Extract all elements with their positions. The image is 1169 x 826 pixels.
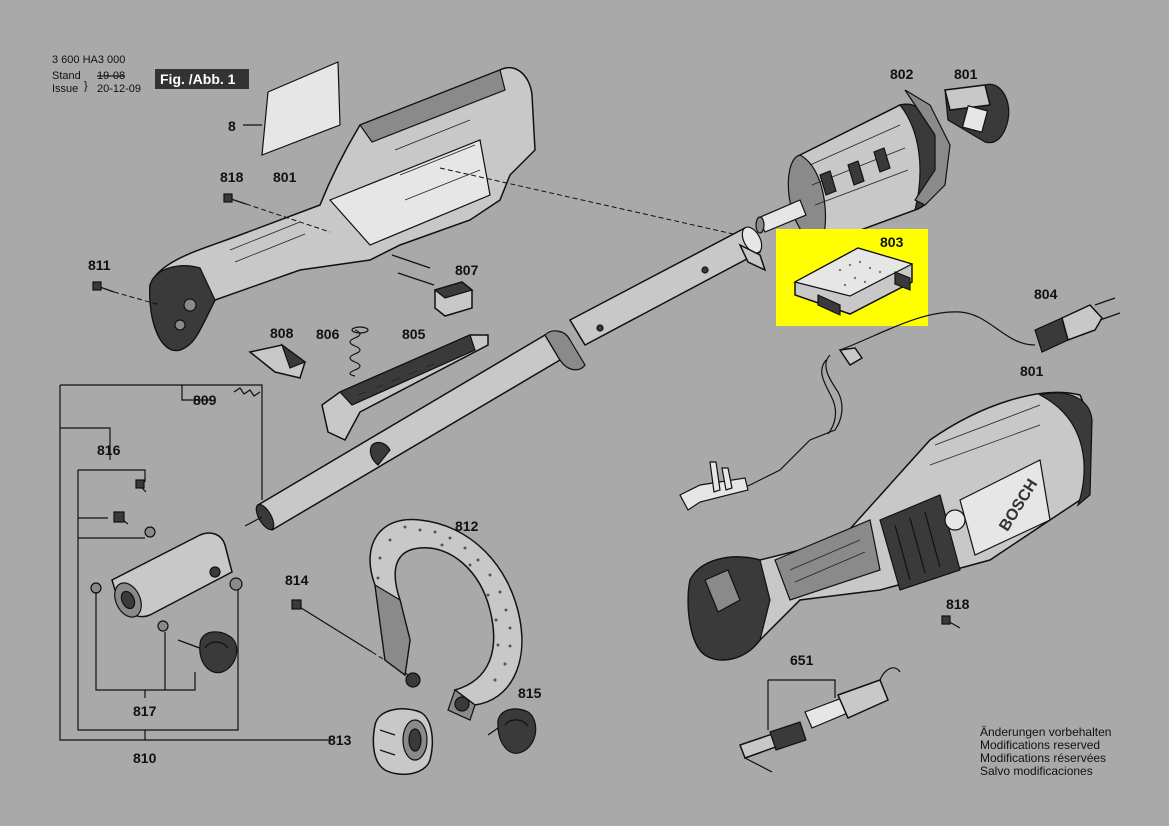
- bracket-assembly: [90, 479, 243, 674]
- callout-8: 8: [228, 118, 236, 134]
- note-fr: Modifications réservées: [980, 751, 1106, 765]
- part-809-spring: [233, 387, 261, 397]
- callout-816: 816: [97, 442, 121, 458]
- part-814-bolt: [291, 599, 411, 677]
- callout-651: 651: [790, 652, 814, 668]
- callout-817: 817: [133, 703, 157, 719]
- part-811-screw: [92, 281, 161, 306]
- callout-810: 810: [133, 750, 157, 766]
- brace-glyph: }: [84, 80, 88, 92]
- callout-803: 803: [880, 234, 904, 250]
- callout-814: 814: [285, 572, 309, 588]
- part-651-strap: [739, 667, 901, 773]
- pins: [391, 254, 435, 286]
- part-804-cable: [679, 297, 1121, 511]
- note-de: Änderungen vorbehalten: [980, 725, 1111, 739]
- callout-804: 804: [1034, 286, 1058, 302]
- callout-811: 811: [88, 257, 111, 273]
- callout-809: 809: [193, 392, 217, 408]
- callout-812: 812: [455, 518, 479, 534]
- part-818-screw-a: [223, 193, 331, 233]
- modification-notes: Änderungen vorbehalten Modifications res…: [980, 725, 1111, 778]
- callout-801-a: 801: [273, 169, 297, 185]
- shaft-tube: [244, 226, 767, 532]
- callout-815: 815: [518, 685, 542, 701]
- part-803-highlight: [776, 229, 928, 326]
- header-block: 3 600 HA3 000 Stand Issue } 19-08 20-12-…: [52, 54, 249, 95]
- part-818-screw-b: [941, 615, 961, 629]
- callout-801-c: 801: [1020, 363, 1044, 379]
- part-801-housing-lower: BOSCH: [687, 391, 1093, 661]
- issue-value: 20-12-09: [97, 83, 141, 95]
- callout-802: 802: [890, 66, 914, 82]
- note-en: Modifications reserved: [980, 738, 1100, 752]
- part-801-end-cap: [944, 83, 1010, 144]
- note-es: Salvo modificaciones: [980, 764, 1093, 778]
- part-8-panel: [243, 61, 341, 156]
- callout-805: 805: [402, 326, 426, 342]
- part-808-switch: [248, 343, 307, 379]
- stand-value: 19-08: [97, 70, 125, 82]
- callout-813: 813: [328, 732, 352, 748]
- callout-818-b: 818: [946, 596, 970, 612]
- part-802-motor: [755, 89, 951, 246]
- figure-label: Fig. /Abb. 1: [160, 71, 236, 87]
- part-815-knob: [487, 708, 537, 754]
- part-812-loop-handle: [369, 518, 523, 721]
- callout-808: 808: [270, 325, 294, 341]
- figure-badge: [155, 69, 249, 89]
- callout-tree-lines: [59, 384, 330, 741]
- issue-label: Issue: [52, 83, 78, 95]
- part-805-trigger-bar: [321, 334, 489, 441]
- callout-labels: 8 818 801 811 807 808 806 805 809 816 81…: [88, 66, 1058, 766]
- part-801-housing-upper: [149, 66, 761, 352]
- stand-label: Stand: [52, 70, 81, 82]
- callout-818-a: 818: [220, 169, 244, 185]
- part-807-clip: [433, 281, 474, 317]
- part-806-spring: [349, 326, 369, 377]
- callout-801-b: 801: [954, 66, 978, 82]
- doc-number: 3 600 HA3 000: [52, 54, 125, 66]
- callout-806: 806: [316, 326, 340, 342]
- callout-807: 807: [455, 262, 479, 278]
- part-813-clamp: [372, 708, 433, 776]
